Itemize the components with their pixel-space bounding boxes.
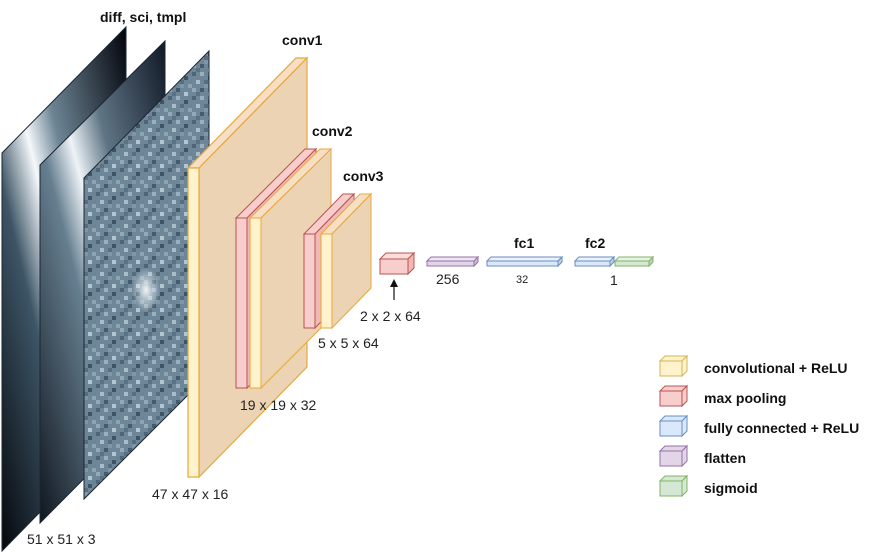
conv1-dims-label: 47 x 47 x 16 — [152, 486, 228, 502]
pool-output-front — [379, 258, 409, 275]
conv2-name-label: conv2 — [312, 123, 353, 139]
conv3-front-face — [320, 233, 333, 329]
conv3-name-label: conv3 — [343, 168, 384, 184]
conv2-front-face — [249, 217, 262, 389]
legend-swatch — [659, 360, 683, 377]
legend-label: flatten — [704, 450, 746, 466]
legend: convolutional + ReLU max pooling fully con… — [658, 354, 859, 498]
legend-label: fully connected + ReLU — [704, 420, 859, 436]
input-label: diff, sci, tmpl — [100, 9, 186, 25]
fc1-name-label: fc1 — [514, 235, 534, 251]
legend-label: sigmoid — [704, 480, 758, 496]
sigmoid-bar — [613, 255, 655, 268]
legend-swatch — [659, 450, 683, 467]
conv2-dims-label: 19 x 19 x 32 — [240, 397, 316, 413]
legend-label: convolutional + ReLU — [704, 360, 848, 376]
legend-item: sigmoid — [658, 474, 758, 498]
legend-label: max pooling — [704, 390, 786, 406]
fc1-dims-label: 32 — [516, 274, 528, 286]
fc2-bar — [573, 255, 616, 268]
conv3-block — [302, 192, 373, 330]
flatten-dims-label: 256 — [436, 271, 460, 287]
pool-output-arrow — [390, 279, 398, 300]
fc2-dims-label: 1 — [610, 272, 618, 288]
input-dims-label: 51 x 51 x 3 — [27, 531, 96, 547]
conv1-front-face — [187, 167, 200, 478]
conv2-pool-front-face — [235, 217, 248, 389]
legend-swatch — [659, 480, 683, 497]
conv3-dims-label: 5 x 5 x 64 — [318, 335, 379, 351]
input-stack — [1, 25, 210, 552]
input-source-glow — [132, 268, 160, 312]
legend-item: max pooling — [658, 384, 786, 408]
conv1-name-label: conv1 — [282, 32, 323, 48]
pool-output-dims-label: 2 x 2 x 64 — [360, 308, 421, 324]
legend-item: convolutional + ReLU — [658, 354, 848, 378]
conv3-pool-front-face — [303, 233, 316, 329]
legend-swatch — [659, 390, 683, 407]
legend-item: fully connected + ReLU — [658, 414, 859, 438]
fc2-name-label: fc2 — [585, 235, 605, 251]
flatten-bar — [425, 255, 480, 268]
legend-item: flatten — [658, 444, 746, 468]
fc1-bar — [485, 255, 564, 268]
pool-output-cube — [378, 251, 416, 276]
legend-swatch — [659, 420, 683, 437]
